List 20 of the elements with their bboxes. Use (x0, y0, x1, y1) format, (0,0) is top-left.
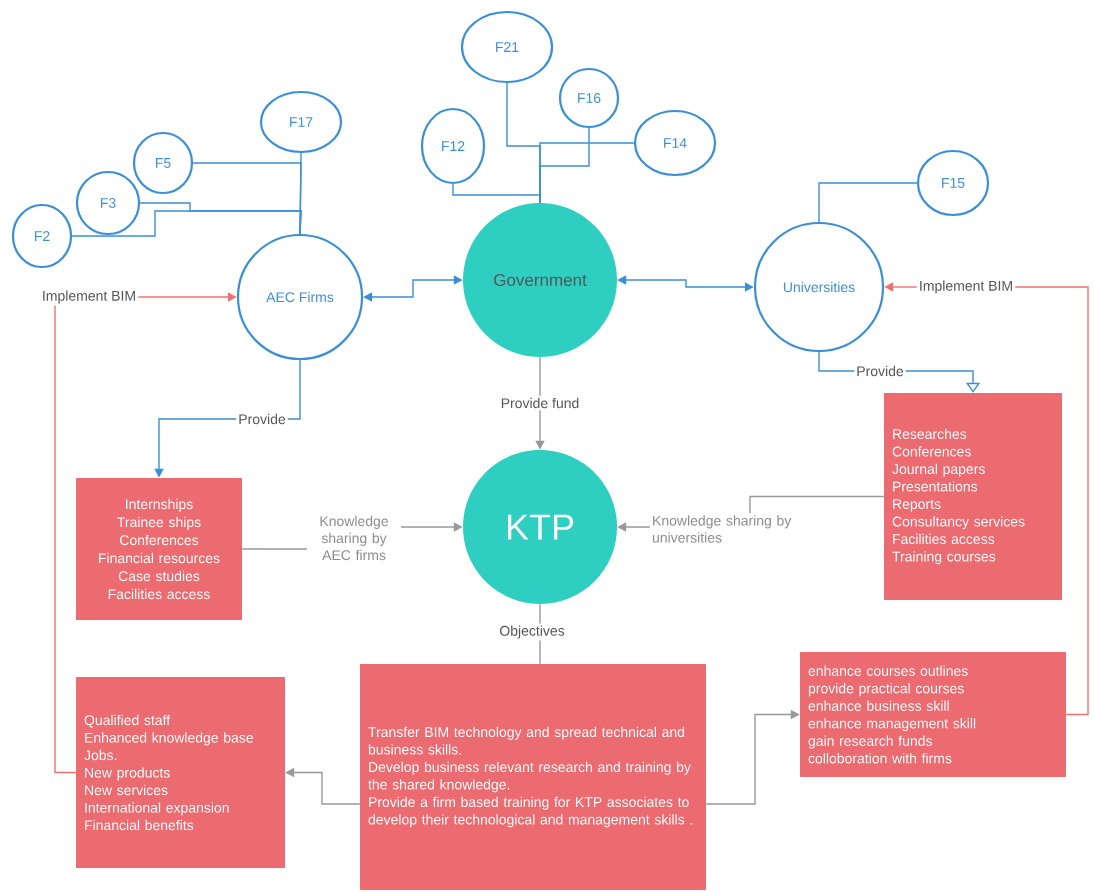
list-box: Researches Conferences Journal papers Presentations Reports Consultancy services Facilities access Training courses (884, 393, 1062, 600)
connector-line (539, 142, 635, 204)
edge-label: Objectives (497, 623, 567, 641)
bare-text: Implement BIM (916, 278, 1016, 296)
connector-line (818, 182, 918, 223)
connector-line (71, 210, 302, 237)
arrow (137, 292, 237, 302)
edge-label: Knowledge sharing by AEC firms (307, 513, 401, 563)
connector-line (54, 305, 77, 774)
bare-text: Implement BIM (39, 288, 139, 306)
list-box: Internships Trainee ships Conferences Financial resources Case studies Facilities access (76, 478, 242, 620)
edge-label: Knowledge sharing by universities (650, 513, 794, 545)
arrow (884, 282, 918, 292)
list-box: Qualified staff Enhanced knowledge base Jobs. New products New services International expansion Financial benefits (76, 677, 285, 868)
list-box: Transfer BIM technology and spread technical and business skills. Develop business relevant research and training by the shared knowledge. Provide a firm based training for KTP associates to develop their technological and management skills . (360, 664, 706, 890)
list-box: enhance courses outlines provide practical courses enhance business skill enhance management skill gain research funds colloboration with firms (800, 652, 1066, 777)
connector-line (1014, 286, 1089, 716)
edge-label: Provide (854, 363, 906, 379)
edge-label: Provide (236, 411, 288, 427)
edge-label: Provide fund (498, 395, 582, 411)
